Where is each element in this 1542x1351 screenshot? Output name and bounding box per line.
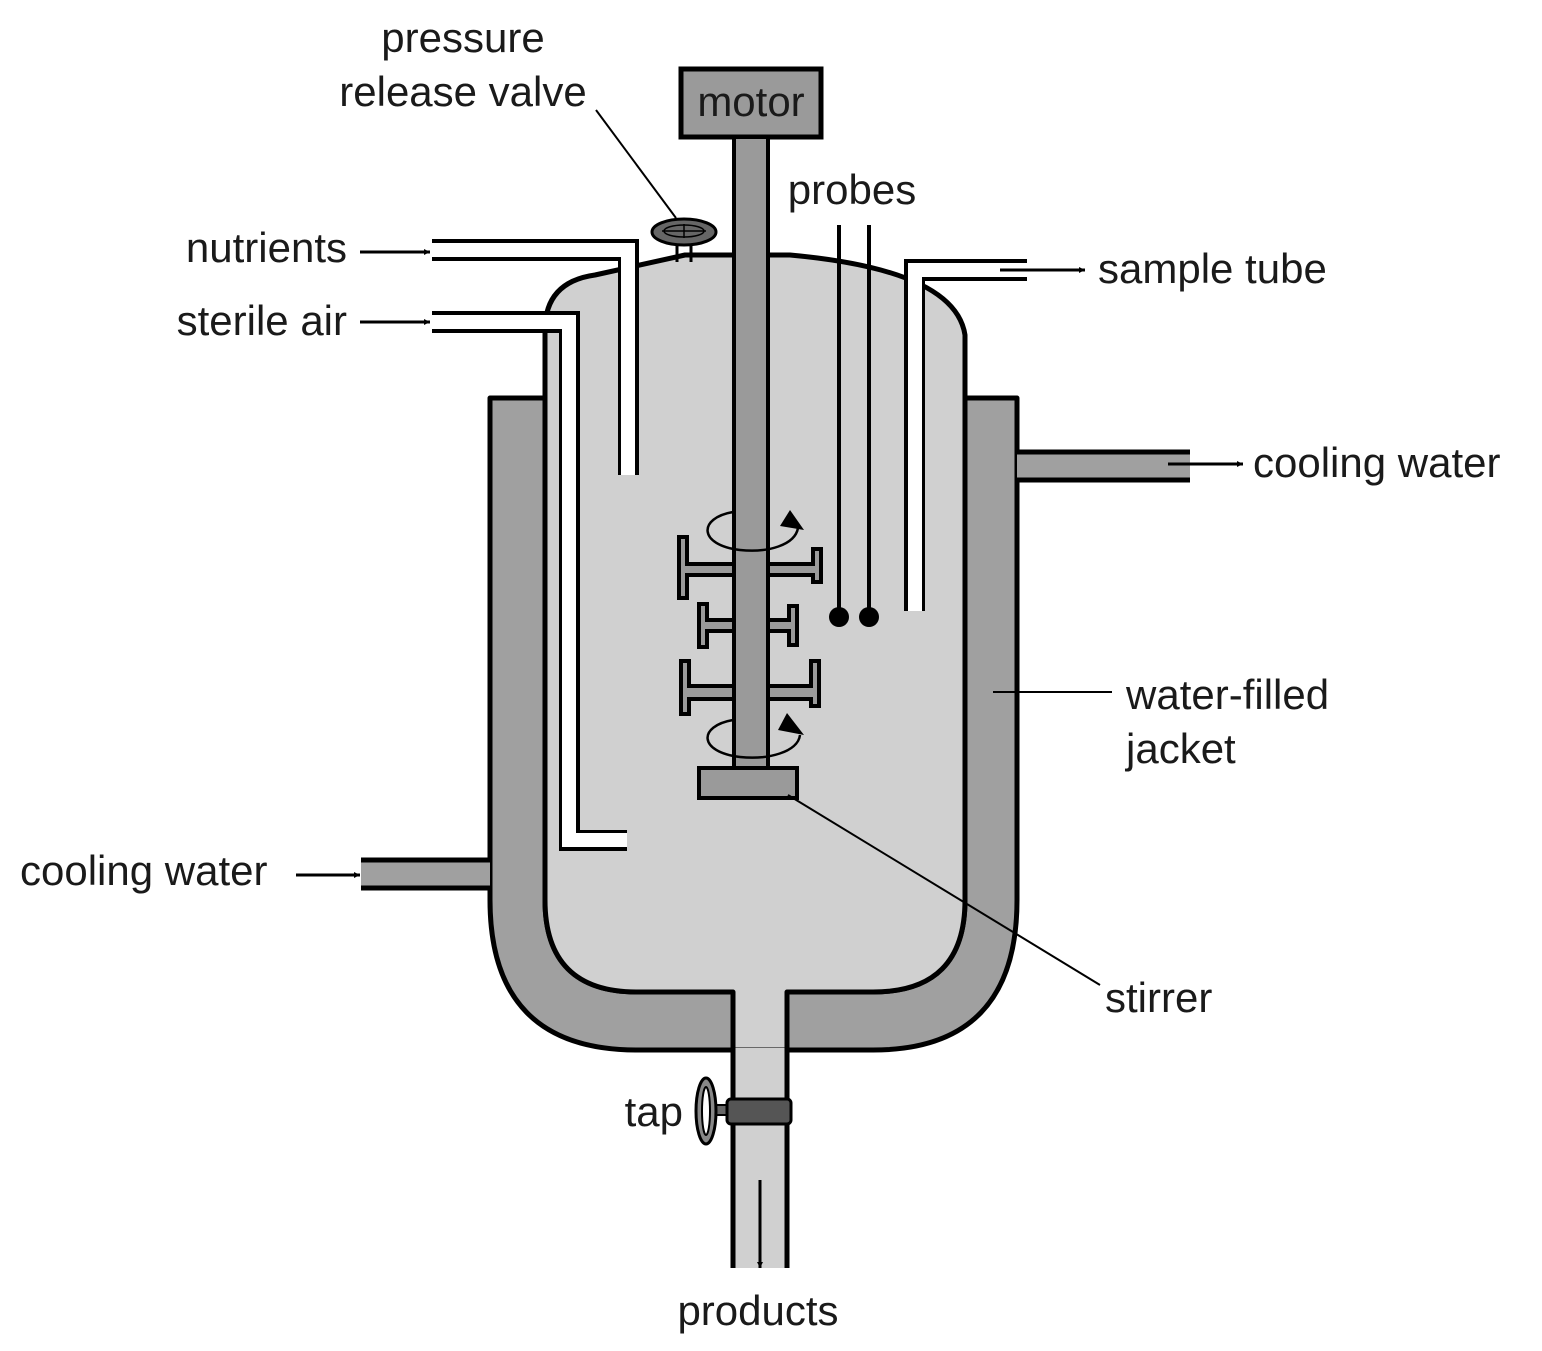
cooling-water-out-label: cooling water xyxy=(1253,439,1500,486)
pressure-valve-label-line2: release valve xyxy=(339,68,586,115)
cooling-water-outlet-pipe xyxy=(1017,449,1190,483)
jacket-label-line2: jacket xyxy=(1124,725,1236,772)
motor: motor xyxy=(678,66,824,140)
stirrer-base xyxy=(697,766,799,800)
probes-label: probes xyxy=(788,166,916,213)
sterile-air-label: sterile air xyxy=(177,297,347,344)
cooling-water-inlet-pipe xyxy=(361,857,490,891)
sterile-air-pipe xyxy=(360,311,627,851)
stirrer-label: stirrer xyxy=(1105,974,1212,1021)
probe-tip xyxy=(829,607,849,627)
pressure-release-valve xyxy=(650,217,718,262)
sample-tube xyxy=(904,259,1085,611)
stirrer-leader xyxy=(787,794,1101,986)
probes xyxy=(829,225,879,627)
impeller-blades xyxy=(677,535,823,716)
nutrients-pipe xyxy=(360,239,639,475)
products-outlet-pipe xyxy=(730,1048,790,1268)
cooling-water-in-label: cooling water xyxy=(20,847,267,894)
stirrer-shaft xyxy=(732,135,770,773)
nutrients-label: nutrients xyxy=(186,224,347,271)
rotation-arrow-lower xyxy=(706,713,804,759)
probe-tip xyxy=(859,607,879,627)
pressure-valve-leader xyxy=(595,109,677,219)
tap-label: tap xyxy=(625,1088,683,1135)
products-label: products xyxy=(677,1287,838,1334)
rotation-arrow-upper xyxy=(706,510,804,552)
tap xyxy=(694,1076,793,1146)
pressure-valve-label-line1: pressure xyxy=(381,14,544,61)
motor-label: motor xyxy=(697,78,804,125)
jacket-label-line1: water-filled xyxy=(1125,671,1329,718)
sample-tube-label: sample tube xyxy=(1098,245,1327,292)
